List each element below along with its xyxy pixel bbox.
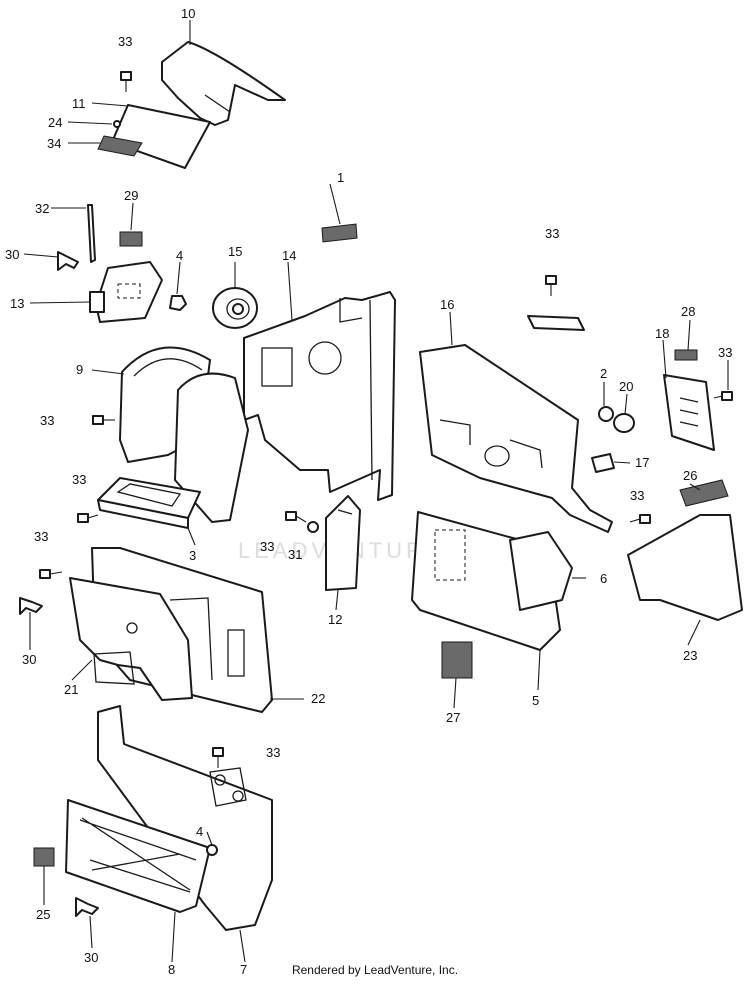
bolt-33-mid-right	[629, 514, 651, 524]
callout-31: 31	[288, 547, 302, 562]
callout-33-e: 33	[72, 472, 86, 487]
callout-23: 23	[683, 648, 697, 663]
part-1-decal	[321, 223, 358, 243]
callout-8: 8	[168, 962, 175, 977]
callout-5: 5	[532, 693, 539, 708]
bolt-33-tray	[77, 513, 99, 523]
part-33-plate	[527, 315, 585, 331]
part-30-wingnut	[57, 251, 79, 271]
callout-2: 2	[600, 366, 607, 381]
part-24-screw	[113, 120, 121, 128]
callout-1: 1	[337, 170, 344, 185]
callout-18: 18	[655, 326, 669, 341]
leader-lines	[23, 20, 729, 963]
callout-10: 10	[181, 6, 195, 21]
part-29-decal	[119, 231, 143, 247]
callout-27: 27	[446, 710, 460, 725]
part-17-spring	[591, 453, 615, 473]
callout-26: 26	[683, 468, 697, 483]
callout-34: 34	[47, 136, 61, 151]
part-4-nut	[169, 295, 187, 311]
part-15-pulley	[212, 287, 258, 329]
callout-11: 11	[72, 96, 86, 111]
part-4-nut-bottom	[206, 844, 218, 856]
callout-29: 29	[124, 188, 138, 203]
callout-21: 21	[64, 682, 78, 697]
part-34-decal	[97, 135, 143, 157]
bolt-33-lower-left	[39, 569, 63, 579]
callout-7: 7	[240, 962, 247, 977]
callout-16: 16	[440, 297, 454, 312]
part-11-plate	[111, 104, 211, 169]
bolt-33-top-right	[545, 275, 557, 296]
callout-20: 20	[619, 379, 633, 394]
part-23-cover	[627, 514, 743, 621]
callout-33-f: 33	[630, 488, 644, 503]
callout-33-a: 33	[118, 34, 132, 49]
callout-33-d: 33	[40, 413, 54, 428]
callout-33-i: 33	[266, 745, 280, 760]
part-27-decal	[441, 641, 473, 679]
part-12-bracket	[325, 495, 361, 591]
callout-17: 17	[635, 455, 649, 470]
callout-32: 32	[35, 201, 49, 216]
bolt-33-left	[92, 415, 115, 425]
callout-33-c: 33	[718, 345, 732, 360]
part-28-decal	[674, 349, 698, 361]
callout-15: 15	[228, 244, 242, 259]
part-26-decal	[679, 479, 729, 507]
part-13-door	[89, 261, 163, 323]
callout-12: 12	[328, 612, 342, 627]
part-2-grommet	[598, 406, 614, 422]
footer-credit: Rendered by LeadVenture, Inc.	[291, 963, 459, 977]
callout-30-b: 30	[22, 652, 36, 667]
part-10-cover	[161, 41, 286, 126]
part-20-grommet	[613, 413, 635, 433]
part-30-wingnut-mid	[19, 597, 43, 615]
bolt-33-top	[120, 71, 132, 92]
part-14-frame	[243, 291, 396, 501]
callout-14: 14	[282, 248, 296, 263]
callout-33-b: 33	[545, 226, 559, 241]
callout-4-b: 4	[196, 824, 203, 839]
callout-28: 28	[681, 304, 695, 319]
part-21-gasket	[69, 577, 193, 701]
blower-housing	[174, 372, 249, 523]
part-30-wingnut-bottom	[75, 897, 99, 917]
part-18-plate	[663, 374, 715, 451]
callout-33-g: 33	[34, 529, 48, 544]
callout-22: 22	[311, 691, 325, 706]
callout-33-h: 33	[260, 539, 274, 554]
part-8-door	[65, 799, 211, 913]
callout-30-c: 30	[84, 950, 98, 965]
callout-3: 3	[189, 548, 196, 563]
part-25-decal	[33, 847, 55, 867]
part-31-nut	[307, 521, 319, 533]
part-5-panel	[411, 511, 573, 651]
bolt-33-right	[713, 391, 733, 401]
callout-25: 25	[36, 907, 50, 922]
bolt-33-bottom	[212, 747, 224, 768]
part-16-panel	[419, 344, 613, 533]
callout-24: 24	[48, 115, 62, 130]
callout-9: 9	[76, 362, 83, 377]
callout-13: 13	[10, 296, 24, 311]
callout-30-a: 30	[5, 247, 19, 262]
bolt-33-center	[285, 511, 307, 523]
callout-4-a: 4	[176, 248, 183, 263]
part-32-pin	[87, 204, 96, 263]
callout-6: 6	[600, 571, 607, 586]
